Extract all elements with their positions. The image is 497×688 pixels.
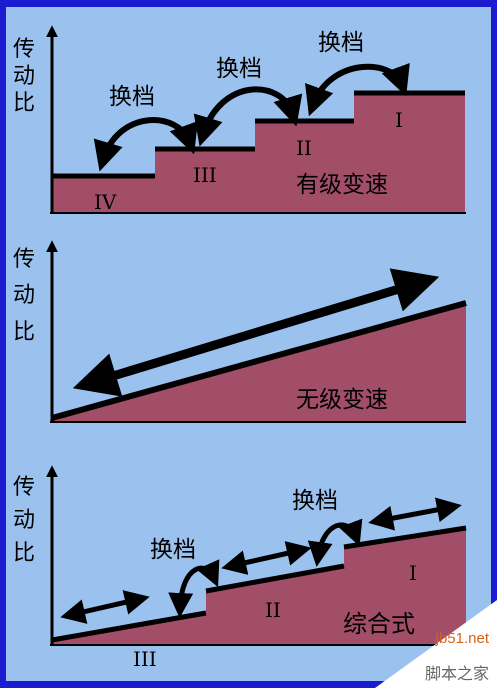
gear-label-iii: III [193, 163, 217, 187]
ylabel-char-2: 动 [13, 508, 35, 533]
range-arrow-i [368, 497, 462, 531]
shift-arrow-2 [193, 86, 303, 147]
range-arrow-iii [60, 590, 150, 624]
ylabel-char-2: 动 [13, 64, 35, 89]
stepped-area [52, 93, 465, 213]
watermark-corner [375, 600, 497, 688]
shift-label-b: 换档 [292, 488, 338, 514]
shift-label-a: 换档 [150, 537, 196, 563]
gear-label-ii: II [265, 598, 281, 622]
gear-label-i: I [395, 108, 403, 132]
caption-combined: 综合式 [343, 610, 415, 638]
continuous-range-arrow [72, 268, 440, 397]
shift-label-3: 换档 [318, 30, 364, 56]
ylabel-char-1: 传 [13, 247, 35, 272]
shift-arrow-b [307, 518, 363, 567]
ylabel-char-2: 动 [13, 283, 35, 308]
combined-area [52, 528, 466, 645]
combined-transmission-chart: 传 动 比 换档 换档 III II I 综合式 [13, 465, 467, 671]
ylabel-char-3: 比 [13, 541, 35, 566]
stepped-transmission-chart: 传 动 比 IV III II I 换档 换档 换档 有级变速 [13, 25, 466, 214]
shift-arrow-a [168, 559, 220, 618]
watermark-site: jb51.net [435, 630, 489, 647]
stepped-ratio-line [52, 90, 465, 179]
ylabel-char-3: 比 [13, 320, 35, 345]
watermark-name: 脚本之家 [424, 664, 489, 683]
caption-stepped: 有级变速 [296, 172, 388, 198]
ylabel-char-3: 比 [13, 91, 35, 116]
gear-label-i: I [409, 561, 417, 585]
range-arrow-ii [221, 541, 312, 575]
shift-arrow-3 [305, 62, 410, 117]
gear-label-iii: III [133, 647, 157, 671]
ylabel-char-1: 传 [13, 475, 35, 500]
caption-continuous: 无级变速 [296, 387, 388, 413]
shift-label-2: 换档 [216, 56, 262, 82]
gear-label-ii: II [296, 136, 312, 160]
shift-label-1: 换档 [109, 84, 155, 110]
gear-label-iv: IV [94, 190, 117, 214]
continuous-transmission-chart: 传 动 比 无级变速 [13, 240, 467, 423]
shift-arrow-1 [93, 117, 198, 172]
ylabel-char-1: 传 [13, 37, 35, 62]
